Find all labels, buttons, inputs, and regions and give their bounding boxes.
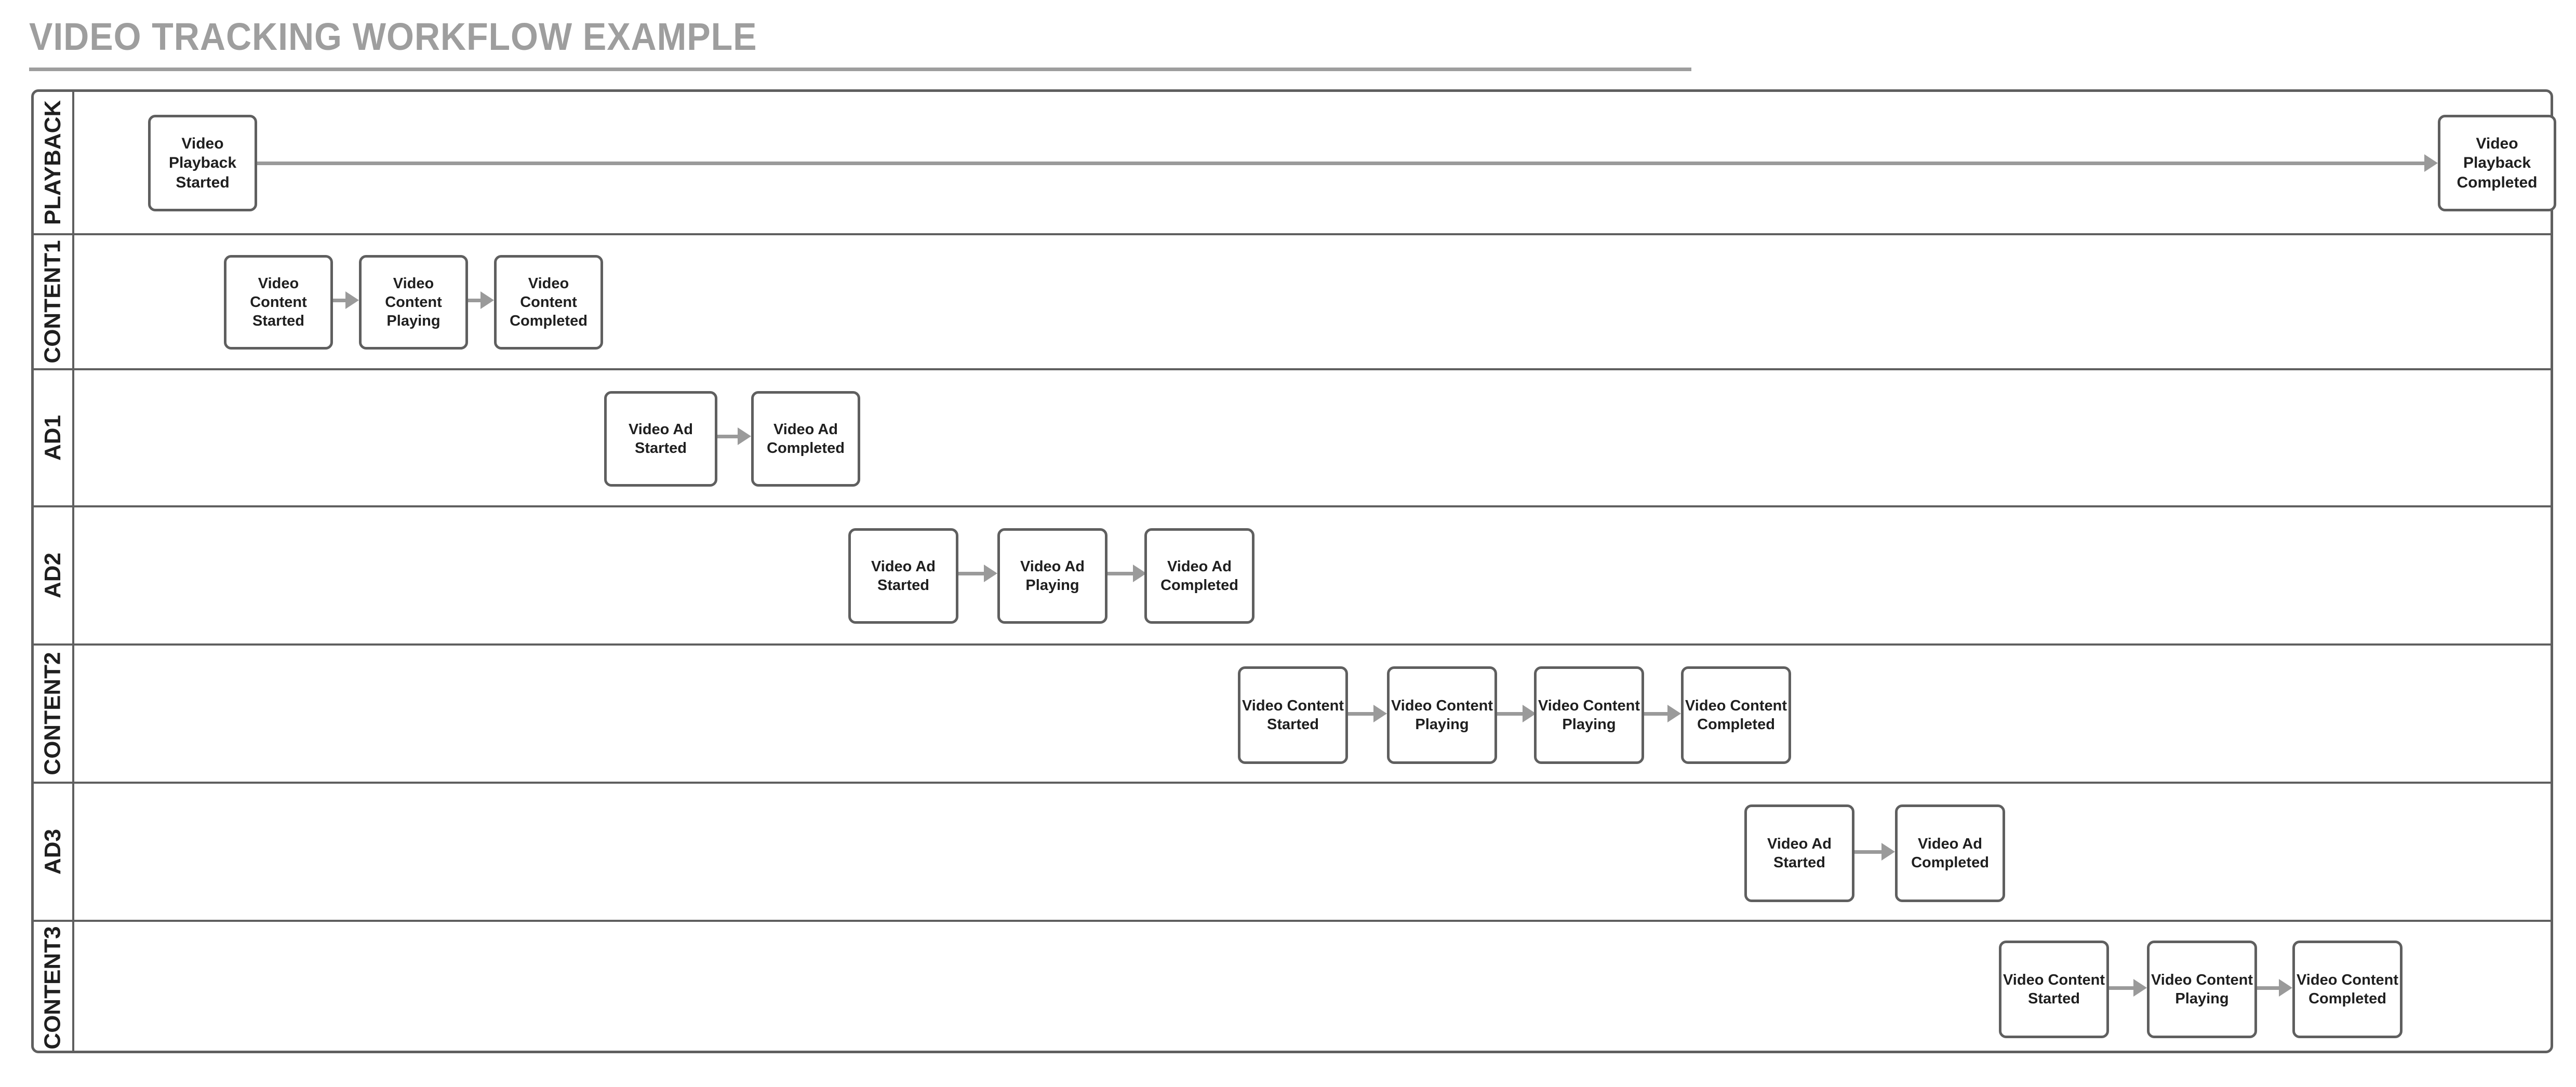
- connector-line: [468, 299, 481, 302]
- arrowhead-icon: [481, 291, 494, 309]
- node-label: Video Playback Started: [168, 135, 237, 191]
- lane-header-content3[interactable]: CONTENT3: [34, 922, 74, 1053]
- arrowhead-icon: [2279, 979, 2292, 997]
- node-label: Video Ad Completed: [767, 421, 845, 457]
- node-content2-completed[interactable]: Video Content Completed: [1681, 666, 1791, 764]
- lane-body-ad2: Video Ad Started Video Ad Playing Video Ad…: [74, 507, 2551, 643]
- lane-header-content2[interactable]: CONTENT2: [34, 646, 74, 782]
- node-ad3-started[interactable]: Video Ad Started: [1744, 804, 1854, 902]
- node-label: Video Ad Started: [1767, 835, 1832, 871]
- node-content1-completed[interactable]: Video Content Completed: [494, 255, 603, 350]
- arrowhead-icon: [1523, 705, 1536, 722]
- arrowhead-icon: [2133, 979, 2147, 997]
- lane-header-playback[interactable]: PLAYBACK: [34, 92, 74, 233]
- connector-line: [1107, 572, 1133, 575]
- connector-line: [1854, 850, 1881, 854]
- node-playback-completed[interactable]: Video Playback Completed: [2438, 115, 2556, 211]
- node-label: Video Content Started: [1242, 697, 1344, 733]
- node-label: Video Ad Started: [628, 421, 693, 457]
- node-content1-playing[interactable]: Video Content Playing: [359, 255, 468, 350]
- lane-header-ad1[interactable]: AD1: [34, 370, 74, 505]
- lane-label: CONTENT3: [40, 925, 65, 1050]
- page-title: VIDEO TRACKING WORKFLOW EXAMPLE: [29, 15, 757, 58]
- node-label: Video Content Playing: [2151, 971, 2253, 1007]
- node-label: Video Content Completed: [1685, 697, 1787, 733]
- node-content2-started[interactable]: Video Content Started: [1238, 666, 1348, 764]
- node-ad3-completed[interactable]: Video Ad Completed: [1895, 804, 2005, 902]
- arrowhead-icon: [1881, 843, 1895, 861]
- connector-line: [1644, 712, 1667, 716]
- lane-divider: [34, 643, 2551, 646]
- title-divider: [29, 68, 1691, 71]
- arrowhead-icon: [1373, 705, 1387, 722]
- lane-body-content3: Video Content Started Video Content Playi…: [74, 922, 2551, 1053]
- node-content2-playing2[interactable]: Video Content Playing: [1534, 666, 1644, 764]
- node-ad1-completed[interactable]: Video Ad Completed: [751, 391, 860, 487]
- lane-label: AD3: [40, 828, 65, 875]
- node-label: Video Ad Completed: [1160, 558, 1238, 594]
- arrowhead-icon: [345, 291, 359, 309]
- lane-header-content1[interactable]: CONTENT1: [34, 235, 74, 368]
- node-ad2-playing[interactable]: Video Ad Playing: [997, 528, 1107, 624]
- lane-body-playback: Video Playback Started Video Playback Com…: [74, 92, 2556, 233]
- lane-label: CONTENT1: [40, 240, 65, 364]
- lane-label: PLAYBACK: [40, 100, 66, 225]
- node-content3-completed[interactable]: Video Content Completed: [2292, 941, 2403, 1038]
- connector-line: [257, 162, 2424, 165]
- node-label: Video Ad Playing: [1020, 558, 1085, 594]
- node-content3-started[interactable]: Video Content Started: [1999, 941, 2109, 1038]
- node-ad2-completed[interactable]: Video Ad Completed: [1144, 528, 1254, 624]
- node-ad1-started[interactable]: Video Ad Started: [604, 391, 717, 487]
- node-label: Video Playback Completed: [2457, 135, 2538, 191]
- lane-divider: [34, 782, 2551, 784]
- lane-label: CONTENT2: [40, 652, 65, 775]
- lane-divider: [34, 368, 2551, 370]
- node-playback-started[interactable]: Video Playback Started: [148, 115, 257, 211]
- arrowhead-icon: [1667, 705, 1681, 722]
- node-ad2-started[interactable]: Video Ad Started: [848, 528, 958, 624]
- connector-line: [1497, 712, 1523, 716]
- arrowhead-icon: [738, 427, 751, 445]
- lane-divider: [34, 233, 2551, 235]
- node-label: Video Content Playing: [1391, 697, 1493, 733]
- arrowhead-icon: [984, 565, 997, 582]
- lane-label: AD2: [40, 552, 65, 599]
- connector-line: [2257, 986, 2279, 990]
- node-label: Video Content Playing: [385, 275, 442, 330]
- node-label: Video Content Playing: [1538, 697, 1640, 733]
- node-label: Video Content Completed: [510, 275, 588, 330]
- lane-body-content2: Video Content Started Video Content Playi…: [74, 646, 2551, 782]
- lane-body-ad3: Video Ad Started Video Ad Completed: [74, 784, 2551, 920]
- connector-line: [2109, 986, 2133, 990]
- node-content1-started[interactable]: Video Content Started: [224, 255, 333, 350]
- lane-divider: [34, 920, 2551, 922]
- lane-divider: [34, 505, 2551, 507]
- connector-line: [333, 299, 345, 302]
- lane-header-ad2[interactable]: AD2: [34, 507, 74, 643]
- connector-line: [1348, 712, 1373, 716]
- connector-line: [717, 435, 738, 438]
- node-label: Video Content Started: [250, 275, 307, 330]
- lane-body-ad1: Video Ad Started Video Ad Completed: [74, 370, 2551, 505]
- node-label: Video Content Completed: [2296, 971, 2399, 1007]
- arrowhead-icon: [2424, 154, 2438, 172]
- arrowhead-icon: [1133, 565, 1146, 582]
- node-label: Video Ad Started: [871, 558, 936, 594]
- node-content2-playing1[interactable]: Video Content Playing: [1387, 666, 1497, 764]
- connector-line: [958, 572, 984, 575]
- node-label: Video Ad Completed: [1911, 835, 1989, 871]
- lane-label: AD1: [40, 414, 65, 461]
- lane-header-ad3[interactable]: AD3: [34, 784, 74, 920]
- lane-body-content1: Video Content Started Video Content Playi…: [74, 235, 2551, 368]
- node-label: Video Content Started: [2003, 971, 2105, 1007]
- node-content3-playing[interactable]: Video Content Playing: [2147, 941, 2257, 1038]
